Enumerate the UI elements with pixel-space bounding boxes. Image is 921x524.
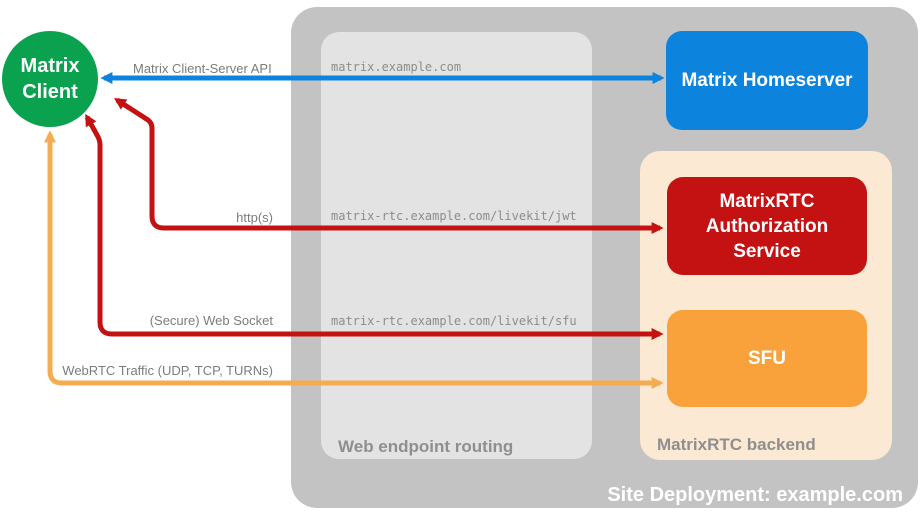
matrixrtc-backend-caption: MatrixRTC backend <box>657 435 816 454</box>
client-server-api-label: Matrix Client-Server API <box>133 61 272 76</box>
web-endpoint-routing-container <box>321 32 592 459</box>
webrtc-traffic-label: WebRTC Traffic (UDP, TCP, TURNs) <box>62 363 273 378</box>
sfu-label: SFU <box>748 348 786 369</box>
sfu-node: SFU <box>667 310 867 407</box>
matrix-homeserver-label: Matrix Homeserver <box>681 70 853 91</box>
site-deployment-caption: Site Deployment: example.com <box>607 484 903 506</box>
matrix-homeserver-node: Matrix Homeserver <box>666 31 868 130</box>
matrix-client-node: Matrix Client <box>2 31 98 127</box>
websocket-label: (Secure) Web Socket <box>149 313 273 328</box>
matrixrtc-auth-service-label: MatrixRTC Authorization Service <box>705 190 829 262</box>
matrixrtc-auth-service-node: MatrixRTC Authorization Service <box>667 177 867 275</box>
web-endpoint-routing-caption: Web endpoint routing <box>338 437 514 456</box>
route-livekit-sfu: matrix-rtc.example.com/livekit/sfu <box>331 314 577 328</box>
route-livekit-jwt: matrix-rtc.example.com/livekit/jwt <box>331 209 577 223</box>
https-label: http(s) <box>236 210 273 225</box>
route-matrix-example-com: matrix.example.com <box>331 60 462 74</box>
matrix-client-label: Matrix Client <box>20 55 80 103</box>
